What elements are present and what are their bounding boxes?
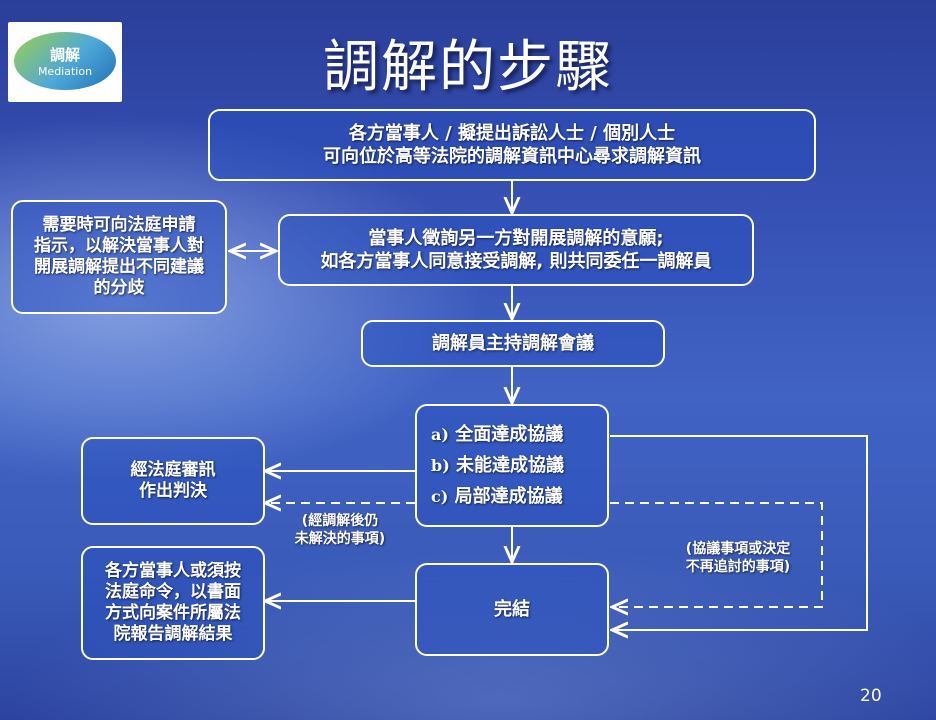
logo-text-chinese: 調解 bbox=[49, 46, 80, 64]
step-seek-consent-line1: 當事人徵詢另一方對開展調解的意願; bbox=[368, 228, 664, 249]
court-direction-line1: 需要時可向法庭申請 bbox=[42, 215, 196, 235]
no-pursue-matters-line2: 不再追討的事項) bbox=[685, 559, 791, 575]
outcome-a-text: 全面達成協議 bbox=[455, 424, 564, 445]
court-trial-box: 經法庭審訊 作出判決 bbox=[81, 437, 265, 525]
report-line1: 各方當事人或須按 bbox=[105, 561, 241, 581]
outcome-b-text: 未能達成協議 bbox=[456, 455, 565, 476]
unresolved-matters-line1: (經調解後仍 bbox=[301, 513, 379, 529]
report-line3: 方式向案件所屬法 bbox=[105, 603, 241, 623]
page-number: 20 bbox=[860, 686, 882, 706]
court-direction-line3: 開展調解提出不同建議 bbox=[34, 257, 204, 277]
logo-emblem bbox=[14, 32, 116, 90]
outcome-a-key: a) bbox=[431, 425, 449, 444]
court-trial-line1: 經法庭審訊 bbox=[130, 460, 216, 480]
court-direction-line4: 的分歧 bbox=[93, 278, 145, 298]
outcomes-box: a) 全面達成協議 b) 未能達成協議 c) 局部達成協議 bbox=[415, 404, 609, 527]
slide-title: 調解的步驟 bbox=[323, 35, 613, 100]
arrow-outcome-a-to-finish bbox=[610, 435, 868, 630]
outcome-c-text: 局部達成協議 bbox=[454, 486, 563, 507]
outcome-c: c) 局部達成協議 bbox=[431, 481, 563, 512]
unresolved-matters-label: (經調解後仍 未解決的事項) bbox=[270, 512, 410, 548]
no-pursue-matters-label: (協議事項或決定 不再追討的事項) bbox=[658, 540, 818, 576]
report-line2: 法庭命令，以書面 bbox=[105, 582, 241, 602]
court-trial-line2: 作出判決 bbox=[139, 481, 207, 501]
outcome-b-key: b) bbox=[431, 456, 450, 475]
outcome-c-key: c) bbox=[431, 487, 449, 506]
step-seek-consent-line2: 如各方當事人同意接受調解, 則共同委任一調解員 bbox=[320, 251, 712, 272]
no-pursue-matters-line1: (協議事項或決定 bbox=[685, 541, 791, 557]
step-mediation-session-label: 調解員主持調解會議 bbox=[432, 333, 594, 354]
step-seek-consent: 當事人徵詢另一方對開展調解的意願; 如各方當事人同意接受調解, 則共同委任一調解… bbox=[278, 214, 754, 286]
outcome-b: b) 未能達成協議 bbox=[431, 450, 564, 481]
step-finish-label: 完結 bbox=[494, 599, 530, 620]
mediation-logo: 調解 Mediation bbox=[8, 22, 122, 102]
step-info-centre-line1: 各方當事人 / 擬提出訴訟人士 / 個別人士 bbox=[348, 123, 676, 144]
step-info-centre-line2: 可向位於高等法院的調解資訊中心尋求調解資訊 bbox=[323, 146, 701, 167]
report-line4: 院報告調解結果 bbox=[113, 624, 233, 644]
court-direction-line2: 指示，以解決當事人對 bbox=[34, 236, 204, 256]
unresolved-matters-line2: 未解決的事項) bbox=[294, 531, 386, 547]
logo-text-english: Mediation bbox=[37, 65, 93, 78]
step-info-centre: 各方當事人 / 擬提出訴訟人士 / 個別人士 可向位於高等法院的調解資訊中心尋求… bbox=[208, 109, 816, 181]
outcome-a: a) 全面達成協議 bbox=[431, 419, 563, 450]
dashed-arrow-partial-to-finish bbox=[610, 502, 823, 607]
step-mediation-session: 調解員主持調解會議 bbox=[361, 320, 665, 367]
court-direction-box: 需要時可向法庭申請 指示，以解決當事人對 開展調解提出不同建議 的分歧 bbox=[11, 200, 227, 314]
report-box: 各方當事人或須按 法庭命令，以書面 方式向案件所屬法 院報告調解結果 bbox=[81, 546, 265, 660]
step-finish: 完結 bbox=[415, 563, 609, 656]
